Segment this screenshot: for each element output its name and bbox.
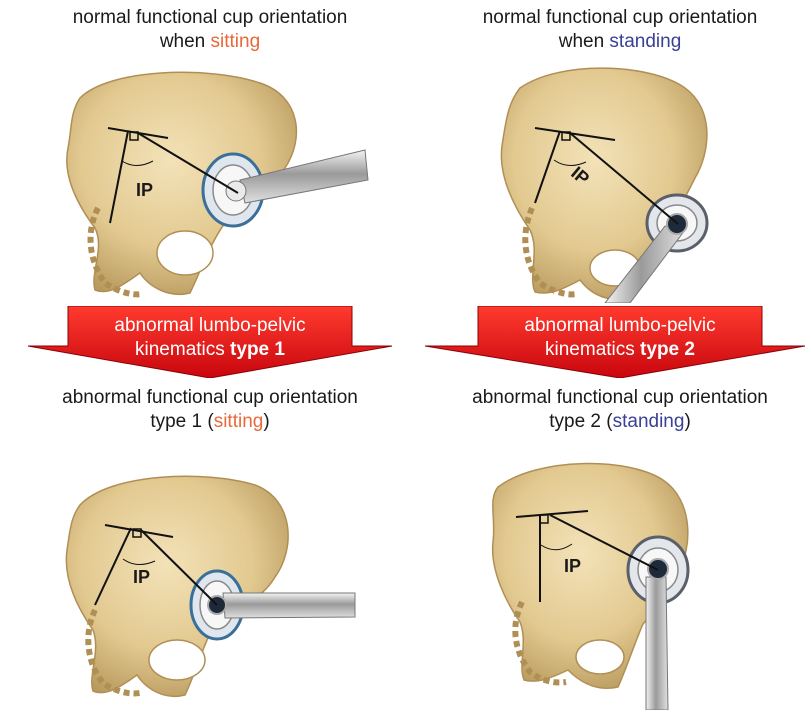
caption-line2: when standing [450,30,790,54]
pelvis-illustration-top-right: IP [480,58,780,303]
caption-line2: type 1 (sitting) [20,410,400,434]
caption-top-right: normal functional cup orientation when s… [450,6,790,54]
pelvis-illustration-bottom-left: IP [55,455,360,705]
kinematics-type-label: type 2 [640,339,695,360]
arrow-label-right: abnormal lumbo-pelvic kinematics type 2 [470,314,770,362]
angle-label-ip: IP [564,556,581,576]
angle-label-ip: IP [133,567,150,587]
caption-line1: normal functional cup orientation [40,6,380,30]
pelvis-illustration-top-left: IP [50,58,370,303]
highlight-sitting: sitting [214,411,264,432]
pelvis-illustration-bottom-right: IP [468,452,768,710]
caption-line1: normal functional cup orientation [450,6,790,30]
caption-top-left: normal functional cup orientation when s… [40,6,380,54]
angle-label-ip: IP [136,180,153,200]
femoral-stem [223,593,355,618]
caption-bottom-right: abnormal functional cup orientation type… [430,386,810,434]
arrow-label-left: abnormal lumbo-pelvic kinematics type 1 [60,314,360,362]
caption-line2: type 2 (standing) [430,410,810,434]
caption-bottom-left: abnormal functional cup orientation type… [20,386,400,434]
caption-line1: abnormal functional cup orientation [430,386,810,410]
highlight-standing: standing [613,411,685,432]
highlight-standing: standing [609,31,681,52]
caption-line2: when sitting [40,30,380,54]
highlight-sitting: sitting [211,31,261,52]
caption-line1: abnormal functional cup orientation [20,386,400,410]
kinematics-type-label: type 1 [230,339,285,360]
femoral-stem [646,577,668,710]
